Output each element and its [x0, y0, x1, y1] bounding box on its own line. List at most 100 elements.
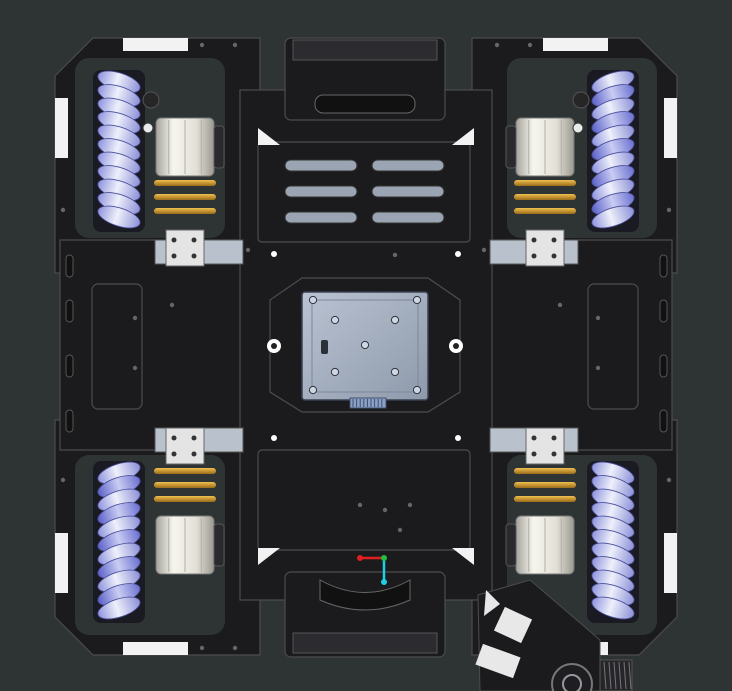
mount-hole — [557, 302, 563, 308]
cable-grommet — [142, 91, 160, 109]
gear-tooth — [608, 661, 612, 690]
frame-white-edge — [123, 38, 188, 51]
triad-z-tip — [381, 579, 387, 585]
bracket-hole — [171, 253, 177, 259]
right-side-panel — [587, 283, 639, 410]
bracket-hole — [171, 435, 177, 441]
box-screw — [390, 315, 400, 325]
frame-white-edge — [123, 642, 188, 655]
mount-hole — [397, 527, 403, 533]
rear-handle-slot — [319, 579, 411, 611]
bracket-hole — [171, 451, 177, 457]
frame-white-gusset — [258, 128, 280, 145]
rear-bumper-bottom — [292, 632, 438, 654]
arm-joint-ring — [562, 674, 582, 691]
mecanum-wheel — [587, 70, 639, 232]
motor-assembly — [505, 427, 576, 575]
bracket-hole — [531, 237, 537, 243]
brass-standoff — [154, 482, 216, 488]
control-box-inset — [311, 299, 419, 393]
mount-hole — [392, 252, 398, 258]
brass-standoff — [514, 194, 576, 200]
white-mount-hole — [455, 251, 461, 257]
side-slot — [65, 409, 74, 433]
gear-tooth — [603, 661, 607, 690]
side-slot — [659, 354, 668, 378]
front-handle-slot — [314, 94, 416, 114]
motor-end-cap — [213, 523, 225, 567]
triad-x-tip — [357, 555, 363, 561]
side-slot — [65, 254, 74, 278]
box-screw — [330, 367, 340, 377]
electronics-box — [267, 277, 463, 413]
mecanum-wheel — [93, 70, 145, 232]
mount-hole — [481, 247, 487, 253]
left-side-panel — [91, 283, 143, 410]
wheel-roller — [97, 205, 141, 229]
deck-slot — [284, 159, 358, 172]
frame-white-edge — [664, 98, 677, 158]
lower-deck-plate — [257, 449, 471, 551]
bracket-hole — [531, 435, 537, 441]
bracket-hole — [191, 435, 197, 441]
mount-hole — [666, 477, 672, 483]
bearing-right — [572, 122, 584, 134]
box-screw — [330, 315, 340, 325]
bracket-hole — [191, 253, 197, 259]
brass-standoff — [514, 180, 576, 186]
motor-assembly — [154, 427, 225, 575]
white-mount-hole — [271, 435, 277, 441]
bracket-hole — [551, 253, 557, 259]
motor-bracket — [165, 229, 205, 267]
motor-end-cap — [505, 523, 517, 567]
gear-tooth — [618, 661, 622, 690]
motor-assembly — [505, 117, 576, 267]
box-screw — [360, 340, 370, 350]
motor-bracket — [525, 229, 565, 267]
mount-hole — [595, 315, 601, 321]
frame-white-edge — [664, 533, 677, 593]
brass-standoff — [514, 482, 576, 488]
frame-white-edge — [543, 38, 608, 51]
white-mount-hole — [271, 251, 277, 257]
frame-white-gusset — [452, 128, 474, 145]
mount-hole — [199, 42, 205, 48]
white-mount-hole — [455, 435, 461, 441]
mecanum-wheels — [93, 70, 639, 623]
brass-standoff — [154, 208, 216, 214]
arm-white-link — [475, 643, 521, 679]
motor-end-cap — [213, 125, 225, 169]
side-slot — [659, 299, 668, 323]
box-screw — [412, 295, 422, 305]
frame-white-gusset — [258, 548, 280, 565]
arm-white-plate — [484, 590, 500, 616]
mount-hole — [595, 365, 601, 371]
motor-end-cap — [505, 125, 517, 169]
box-screw — [390, 367, 400, 377]
gear-tooth — [623, 661, 627, 690]
wheel-roller — [97, 596, 141, 620]
side-slot — [65, 299, 74, 323]
deck-slot — [371, 211, 445, 224]
arm-rotary-joint — [551, 663, 593, 691]
side-arm-attachment — [475, 579, 633, 691]
bearing-left — [142, 122, 154, 134]
motor-assembly — [154, 117, 225, 267]
deck-slot — [284, 211, 358, 224]
xyz-axis-triad-icon — [357, 555, 387, 585]
box-screw — [308, 385, 318, 395]
brass-standoff — [514, 468, 576, 474]
bracket-hole — [531, 253, 537, 259]
wheel-roller — [591, 205, 635, 229]
chassis-details — [60, 42, 672, 651]
box-screw — [308, 295, 318, 305]
frame-white-edge — [55, 533, 68, 593]
box-connector — [349, 397, 387, 409]
wheel-roller — [591, 596, 635, 620]
brass-standoff — [154, 468, 216, 474]
side-slot — [65, 354, 74, 378]
side-slot — [659, 409, 668, 433]
brass-standoff — [154, 180, 216, 186]
